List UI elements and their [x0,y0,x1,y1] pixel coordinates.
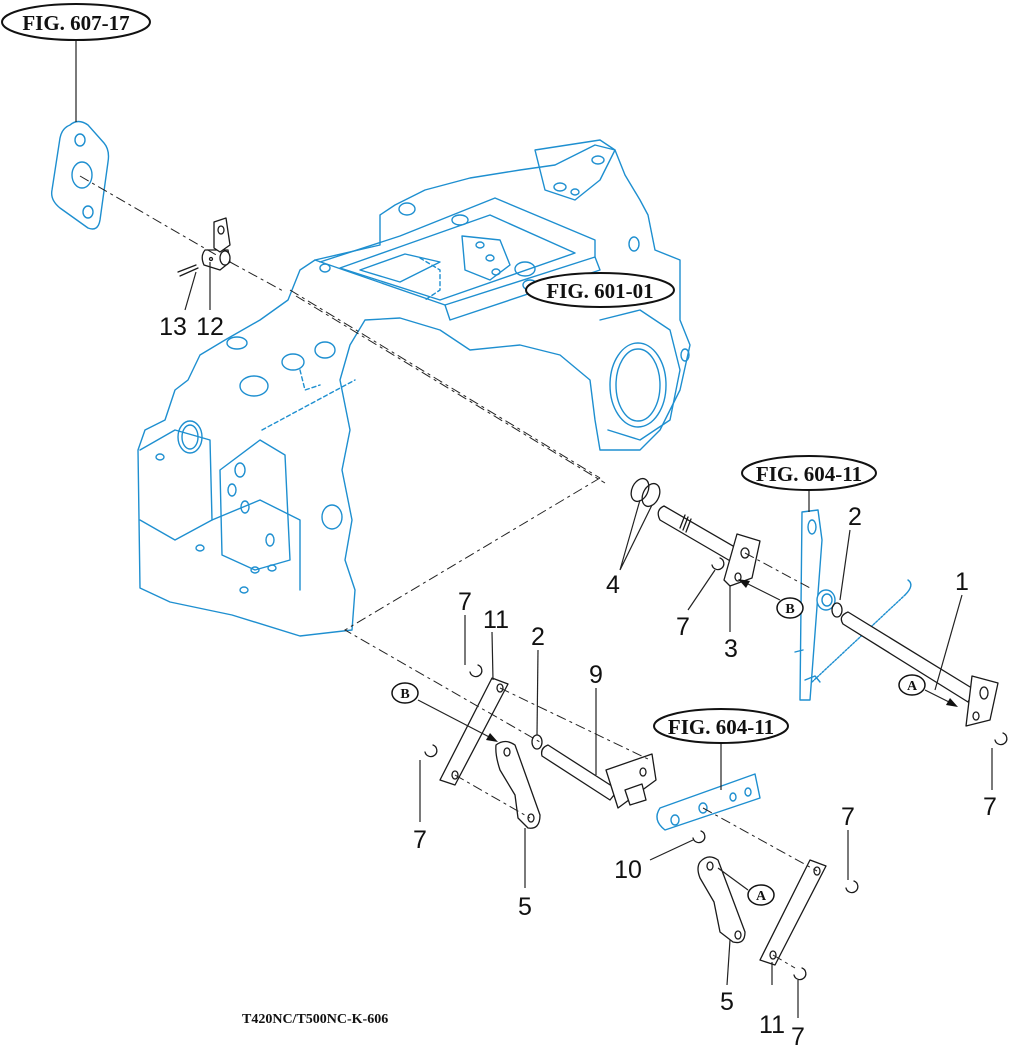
part-13-pin [177,264,199,277]
part-9-shaft [540,744,657,809]
callout-10: 10 [614,856,642,884]
e-clip-7-lower-right [845,880,859,894]
callout-5-left: 5 [518,893,532,921]
callout-2-lower: 2 [531,623,545,651]
callout-7-right: 7 [983,793,997,821]
e-clip-10 [692,830,706,844]
e-clip-7-upper-left [711,557,725,571]
callout-numbers: 13 12 4 7 3 2 1 7 7 11 2 9 7 5 10 7 5 11… [159,313,997,1051]
fig-ref-604-11-upper[interactable]: FIG. 604-11 [741,455,877,512]
part-5-lever-right [697,856,746,944]
upper-link-lever [794,509,836,701]
marker-a-upper-label: A [907,679,918,694]
callout-11-right: 11 [759,1011,785,1039]
lower-link-plate [656,773,761,831]
e-clips [424,557,1008,981]
arrow-a-lower [717,867,749,891]
drawing-code: T420NC/T500NC-K-606 [242,1012,388,1027]
callout-7-mid: 7 [458,588,472,616]
callout-2-upper: 2 [848,503,862,531]
part-1-shaft [840,611,999,727]
part-4-o-rings [630,477,661,508]
part-3-shaft [657,505,761,587]
e-clip-7-lower-left [424,744,438,758]
e-clip-7-bottom [793,967,807,981]
callout-5-right: 5 [720,988,734,1016]
marker-b-upper: B [776,597,804,619]
part-12-arm [201,217,231,271]
arrow-b-upper [738,579,781,601]
marker-b-lower-label: B [400,687,409,702]
cover-plate [50,120,110,230]
callout-1: 1 [955,568,969,596]
marker-b-lower: B [391,682,419,704]
marker-a-upper: A [898,674,926,696]
fig-ref-607-17[interactable]: FIG. 607-17 [1,3,151,122]
fig-ref-604-11-upper-label: FIG. 604-11 [756,462,862,486]
callout-12: 12 [196,313,224,341]
part-5-lever-left [495,740,541,829]
fig-ref-601-01-label: FIG. 601-01 [546,279,653,303]
transmission-housing [137,139,691,637]
arrow-a-upper [924,689,958,707]
marker-a-lower-label: A [756,889,767,904]
part-11-link-left [439,677,509,786]
leader-lines [184,262,993,1018]
arrow-b-lower [417,699,498,742]
part-11-link-right [759,859,827,966]
callout-3: 3 [724,635,738,663]
spring [811,579,912,683]
assembly-lines [79,175,818,969]
callout-7-bottom: 7 [791,1023,805,1051]
e-clip-7-right [994,732,1008,746]
callout-4: 4 [606,571,620,599]
callout-7-lower-left: 7 [413,826,427,854]
fig-ref-607-17-label: FIG. 607-17 [22,11,129,35]
callout-7-upper: 7 [676,613,690,641]
marker-a-lower: A [747,884,775,906]
callout-11-left: 11 [483,606,509,634]
callout-9: 9 [589,661,603,689]
callout-7-lower-right: 7 [841,803,855,831]
part-2-o-ring-upper [831,602,843,618]
e-clip-7-mid [469,664,483,678]
fig-ref-604-11-lower-label: FIG. 604-11 [668,715,774,739]
fig-ref-601-01[interactable]: FIG. 601-01 [525,272,675,308]
part-2-o-ring-lower [531,734,543,750]
fig-ref-604-11-lower[interactable]: FIG. 604-11 [653,708,789,790]
marker-b-upper-label: B [785,602,794,617]
callout-13: 13 [159,313,187,341]
